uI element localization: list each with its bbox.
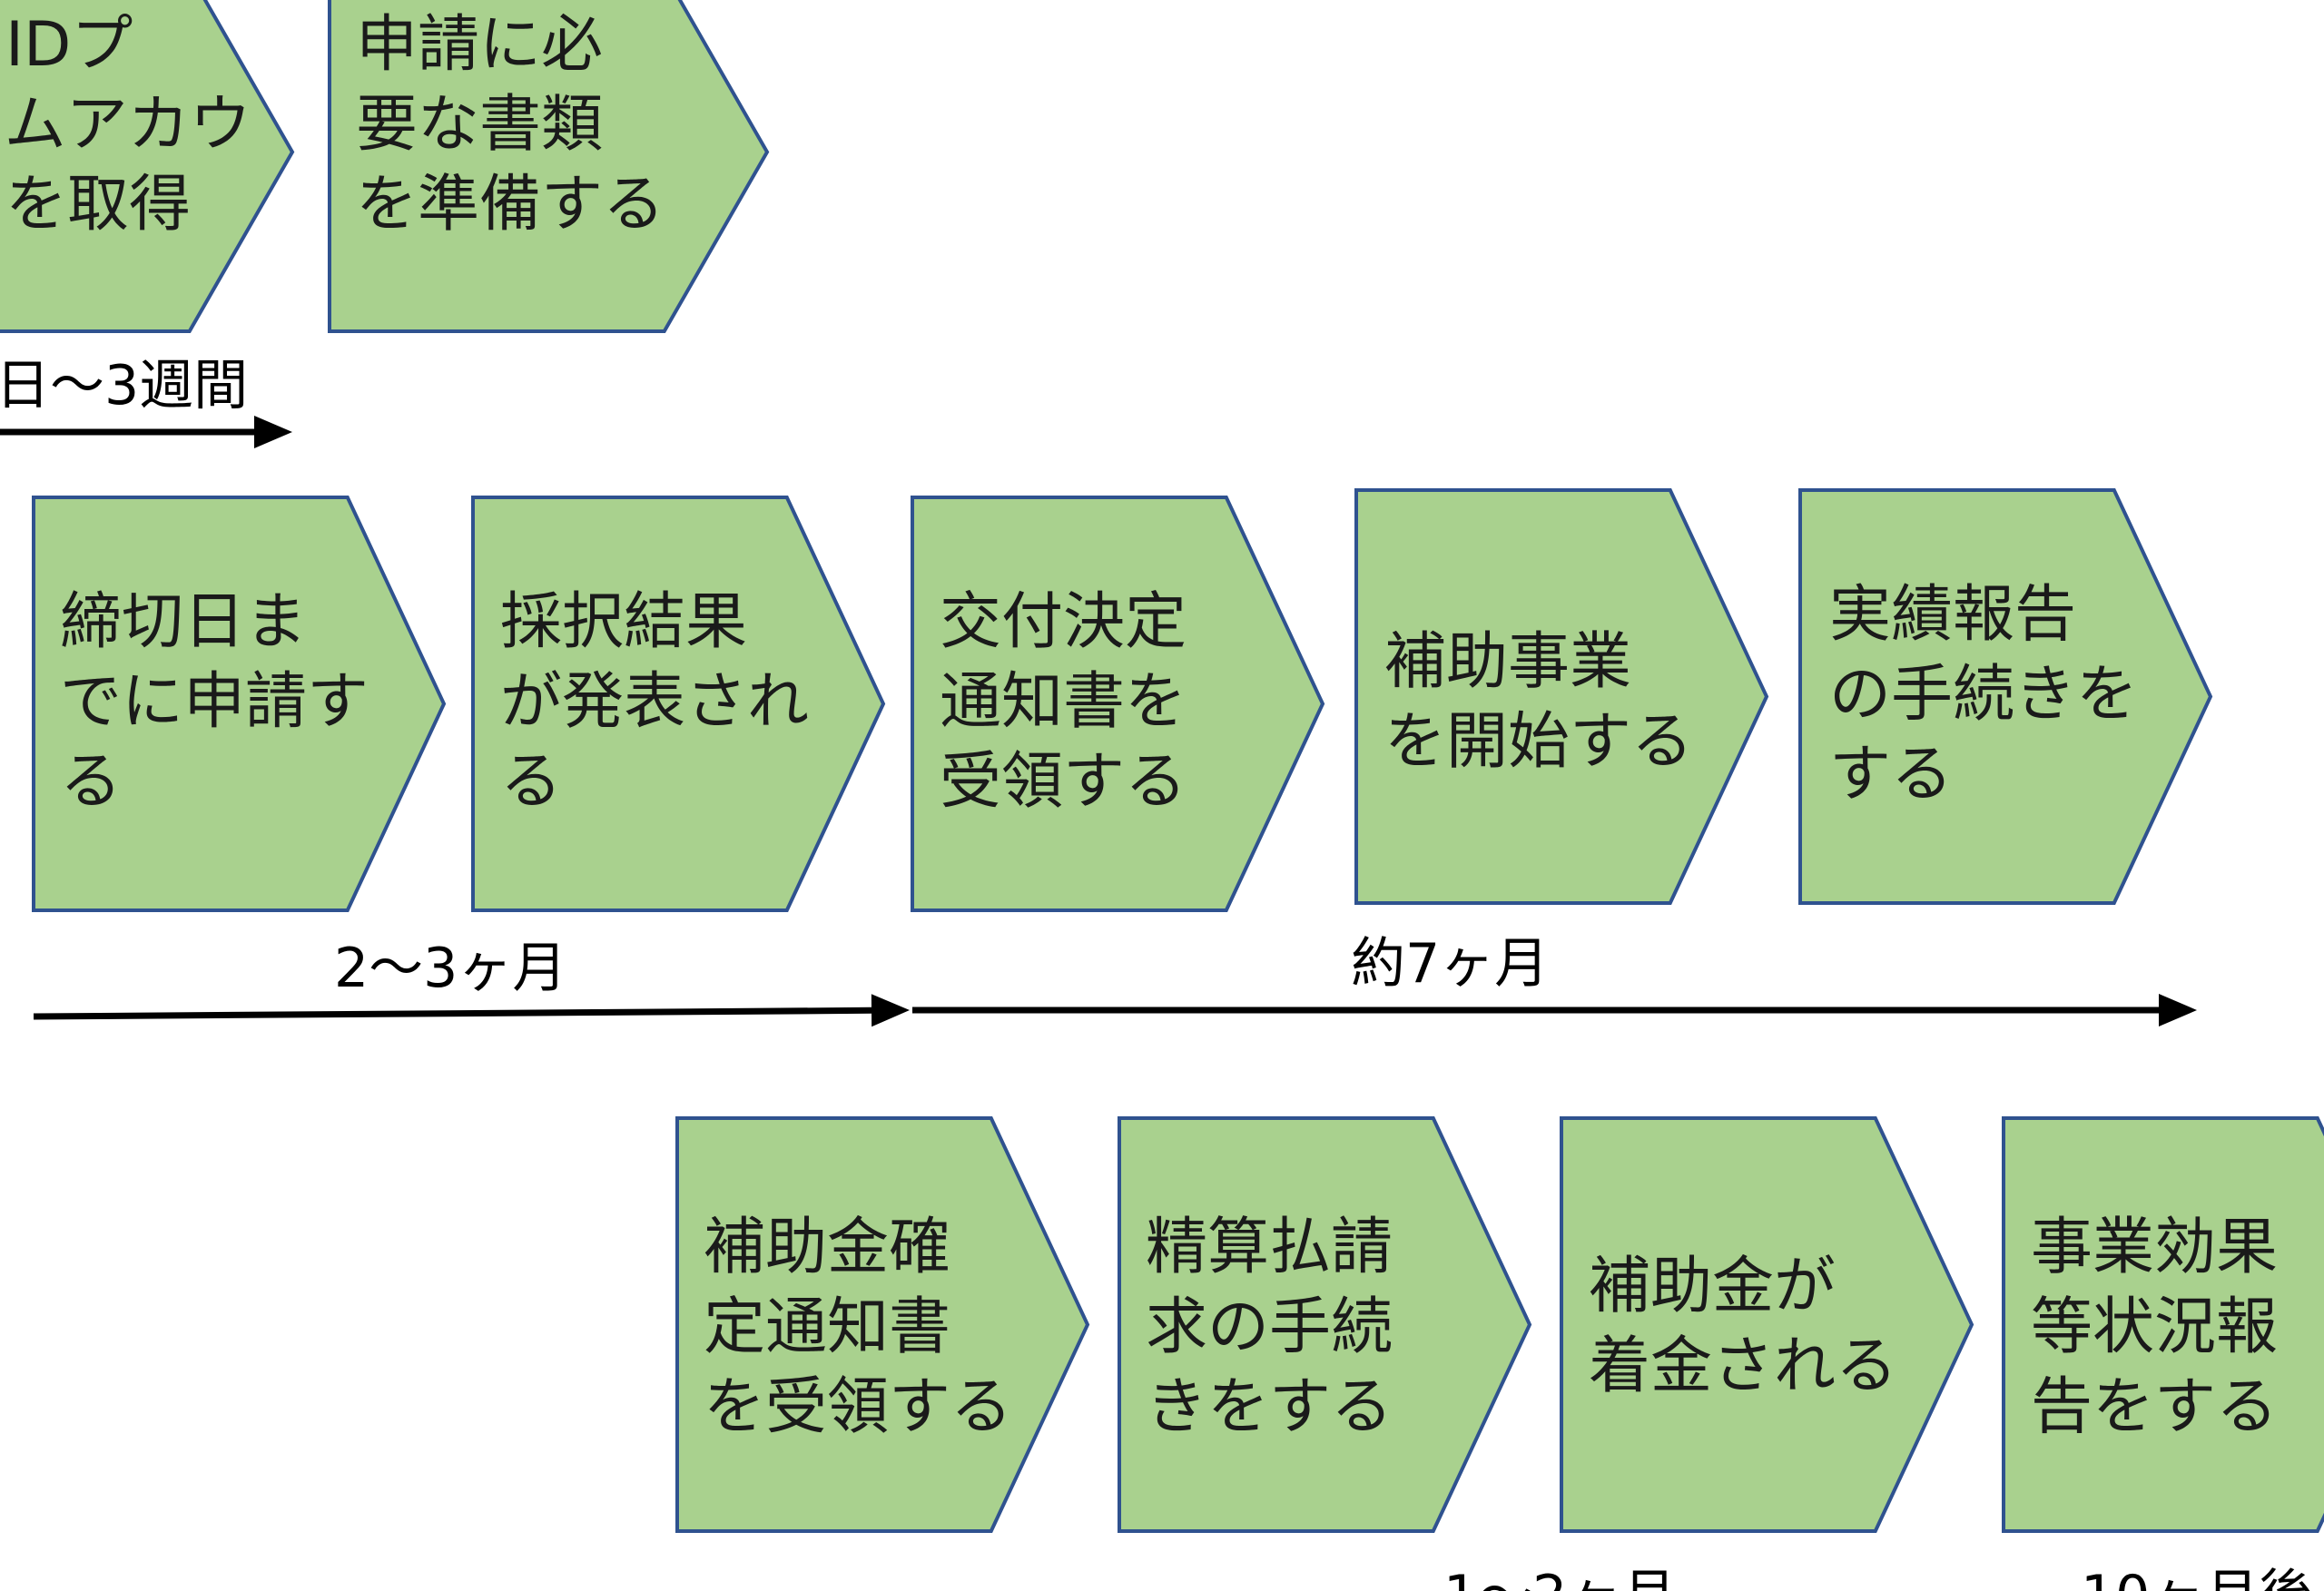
- step-label-line: 着金される: [1589, 1331, 1897, 1402]
- step-label-line: 告をする: [2031, 1371, 2278, 1443]
- step-label-line: 要な書類: [356, 89, 603, 161]
- step-label-line: 補助金が: [1589, 1251, 1836, 1322]
- step-label-line: を準備する: [356, 169, 665, 241]
- step-shape: [1798, 488, 2213, 905]
- step-label-line: る: [500, 746, 562, 818]
- duration-arrow: [33, 994, 910, 1027]
- arrowhead: [871, 994, 910, 1027]
- step-label-line: 補助事業: [1384, 626, 1631, 698]
- step-shape: [1118, 1116, 1532, 1533]
- step-gbiz: ビスIDプライムアカウントを取得する: [0, 0, 295, 333]
- step-label-line: きをする: [1146, 1371, 1393, 1443]
- step-label-line: 交付決定: [940, 586, 1187, 658]
- step-label-line: ライムアカウ: [0, 89, 251, 161]
- step-label-line: 補助金確: [704, 1212, 950, 1283]
- step-label-line: を開始する: [1384, 706, 1693, 778]
- step-label-line: 実績報告: [1829, 579, 2076, 651]
- step-label-line: 申請に必: [356, 9, 603, 81]
- arrowhead: [254, 416, 292, 448]
- step-shape: [2002, 1116, 2324, 1533]
- step-label-line: る: [60, 746, 122, 818]
- step-shape: [1354, 488, 1769, 905]
- step-label-line: の手続きを: [1829, 659, 2138, 731]
- step-label-line: 事業効果: [2031, 1212, 2278, 1283]
- step-shape: [1560, 1116, 1974, 1533]
- step-label-line: する: [0, 249, 5, 320]
- step-label-line: でに申請す: [60, 666, 369, 738]
- step-label-line: ントを取得: [0, 169, 191, 241]
- duration-label: 10ヶ月後: [2081, 1564, 2313, 1591]
- step-shape: [911, 496, 1325, 912]
- step-label-line: 求の手続: [1146, 1291, 1393, 1363]
- step-label-line: 等状況報: [2031, 1291, 2278, 1363]
- duration-arrow: [912, 994, 2197, 1026]
- step-shape: [0, 0, 295, 333]
- step-label-line: 定通知書: [704, 1291, 950, 1363]
- arrowhead: [2159, 994, 2197, 1026]
- step-shape: [328, 0, 770, 333]
- step-shape: [675, 1116, 1090, 1533]
- step-shape: [32, 496, 447, 912]
- arrow-shaft: [33, 1007, 872, 1020]
- duration-label: 1～2ヶ月: [1443, 1564, 1676, 1591]
- step-label-line: 受領する: [940, 746, 1187, 818]
- duration-arrow: [0, 416, 292, 448]
- step-label-line: 採択結果: [500, 586, 747, 658]
- step-label-line: 締切日ま: [60, 586, 307, 658]
- step-label-line: を受領する: [704, 1371, 1012, 1443]
- step-shape: [471, 496, 886, 912]
- step-label-line: 通知書を: [940, 666, 1187, 738]
- step-label-line: が発表され: [500, 666, 809, 738]
- duration-label: 約7ヶ月: [1351, 932, 1549, 996]
- duration-label: 2～3ヶ月: [334, 937, 566, 1000]
- step-label-line: 精算払請: [1146, 1212, 1393, 1283]
- step-label-line: する: [1829, 739, 1953, 810]
- duration-label: 日～3週間: [0, 354, 248, 417]
- step-label-line: ビスIDプ: [0, 9, 133, 81]
